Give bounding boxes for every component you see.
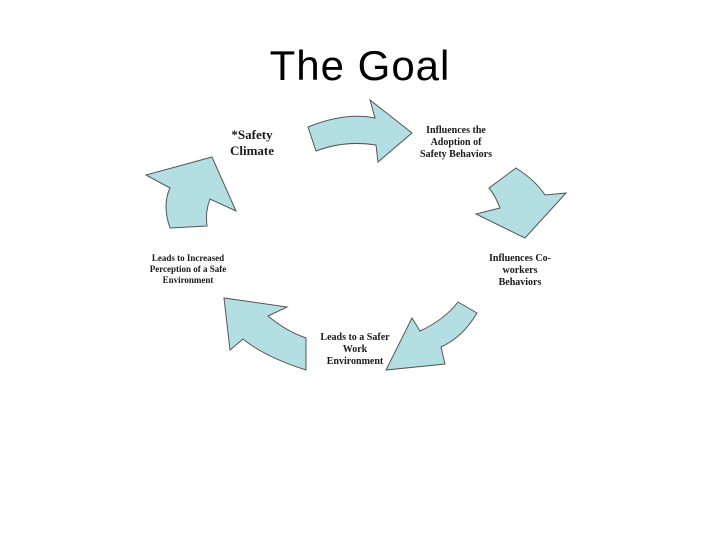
cycle-arrow-5: [144, 156, 237, 229]
node-safety-climate: *Safety Climate: [229, 127, 275, 158]
cycle-arrow-2: [474, 167, 568, 239]
cycle-arrow-4: [223, 297, 307, 371]
node-influences-coworkers: Influences Co- workers Behaviors: [489, 253, 551, 288]
node-influences-adoption: Influences the Adoption of Safety Behavi…: [420, 125, 492, 160]
cycle-arrow-3: [385, 301, 478, 371]
cycle-arrow-1: [307, 98, 413, 163]
node-safer-work-environment: Leads to a Safer Work Environment: [320, 332, 390, 367]
slide-title: The Goal: [269, 42, 451, 89]
node-perception-safe-environment: Leads to Increased Perception of a Safe …: [149, 253, 227, 285]
